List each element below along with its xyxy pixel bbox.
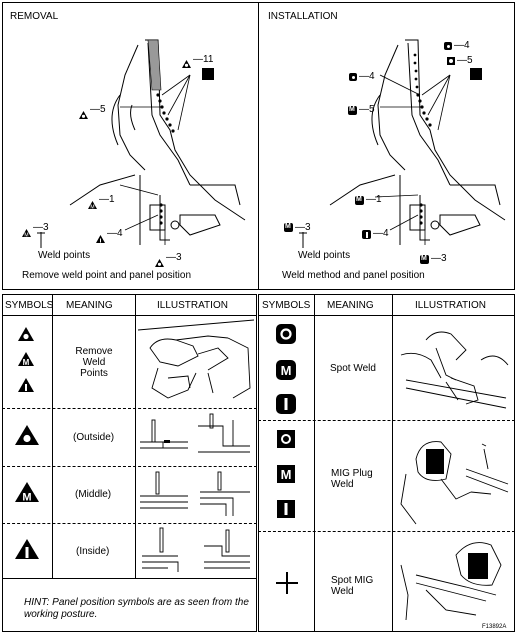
spot-mig-weld-label: Spot MIG Weld xyxy=(331,575,374,597)
weld-removal-outside-icon xyxy=(155,254,164,272)
removal-callout-11: —11 xyxy=(193,54,214,65)
top-divider xyxy=(258,2,259,290)
left-table-frame xyxy=(2,294,257,632)
installation-body-drawing xyxy=(329,39,506,245)
removal-callout-4: —4 xyxy=(107,228,123,239)
weld-removal-inside-icon xyxy=(96,230,105,248)
divider xyxy=(2,408,257,409)
spot-weld-middle-icon: M xyxy=(348,106,357,115)
right-table-frame xyxy=(258,294,515,632)
right-header-illustration: ILLUSTRATION xyxy=(415,300,486,311)
spot-weld-middle-icon: M xyxy=(276,360,296,380)
spot-weld-middle-icon: M xyxy=(355,196,364,205)
weld-removal-middle-icon: M xyxy=(22,224,31,242)
spot-weld-label: Spot Weld xyxy=(330,363,376,374)
removal-callout-3: —3 xyxy=(166,252,182,263)
svg-text:M: M xyxy=(24,232,28,237)
installation-callout-4b: —4 xyxy=(359,71,375,82)
remove-weld-illustration xyxy=(138,319,254,399)
spot-weld-inside-icon xyxy=(362,230,371,239)
divider xyxy=(2,523,257,524)
middle-label: (Middle) xyxy=(75,489,112,500)
plus-icon xyxy=(276,572,298,594)
removal-title: REMOVAL xyxy=(10,11,59,22)
weld-removal-middle-icon: M xyxy=(88,196,97,214)
installation-title: INSTALLATION xyxy=(268,11,338,22)
installation-callout-4c: —4 xyxy=(373,228,389,239)
seat-symbol-icon xyxy=(470,68,482,80)
installation-callout-4a: —4 xyxy=(454,40,470,51)
middle-icon: M xyxy=(15,482,39,502)
spot-weld-middle-icon: M xyxy=(420,255,429,264)
inside-label: (Inside) xyxy=(76,546,110,557)
removal-callout-5: —5 xyxy=(90,104,106,115)
mig-plug-weld-label: MIG Plug Weld xyxy=(331,468,373,490)
divider xyxy=(2,315,257,316)
installation-callout-5a: —5 xyxy=(457,55,473,66)
removal-legend-number: —3 xyxy=(33,222,49,233)
weld-removal-outside-icon xyxy=(182,55,191,73)
divider xyxy=(2,466,257,467)
svg-text:M: M xyxy=(281,363,292,378)
installation-callout-5b: —5 xyxy=(359,104,375,115)
outside-illustration xyxy=(140,413,250,453)
legend-bracket xyxy=(299,232,307,248)
remove-weld-points-label: Remove Weld Points xyxy=(75,346,113,379)
spot-weld-illustration xyxy=(400,331,509,409)
remove-outside-icon xyxy=(18,327,34,341)
middle-illustration xyxy=(140,471,250,516)
divider xyxy=(2,578,257,579)
svg-text:M: M xyxy=(23,358,30,366)
legend-bracket xyxy=(37,232,45,248)
svg-text:M: M xyxy=(90,204,94,209)
spot-weld-icon xyxy=(349,73,357,81)
svg-text:M: M xyxy=(22,492,31,503)
outside-icon xyxy=(15,425,39,445)
mig-plug-weld-icon xyxy=(447,57,455,65)
svg-text:M: M xyxy=(281,467,292,482)
spot-weld-icon xyxy=(444,42,452,50)
divider xyxy=(258,315,515,316)
mig-plug-outside-icon xyxy=(277,430,295,448)
divider xyxy=(392,294,393,632)
mig-plug-weld-illustration xyxy=(400,441,509,525)
figure-id: F13892A xyxy=(482,624,507,630)
inside-icon xyxy=(15,539,39,559)
divider xyxy=(135,294,136,578)
installation-callout-1: —1 xyxy=(366,194,382,205)
removal-callout-1: —1 xyxy=(99,194,115,205)
hint-text: HINT: Panel position symbols are as seen… xyxy=(24,597,249,620)
spot-weld-inside-icon xyxy=(276,394,296,414)
weld-removal-outside-icon xyxy=(79,106,88,124)
removal-weld-points-label: Weld points xyxy=(38,250,91,261)
divider xyxy=(52,294,53,578)
installation-weld-points-label: Weld points xyxy=(298,250,351,261)
removal-caption: Remove weld point and panel position xyxy=(22,270,191,281)
divider xyxy=(314,294,315,632)
spot-weld-middle-icon: M xyxy=(284,223,293,232)
left-header-illustration: ILLUSTRATION xyxy=(157,300,228,311)
spot-weld-outside-icon xyxy=(276,324,296,344)
right-header-symbols: SYMBOLS xyxy=(262,300,311,311)
left-header-meaning: MEANING xyxy=(66,300,113,311)
divider xyxy=(258,531,515,532)
removal-body-drawing xyxy=(69,39,246,245)
spot-mig-weld-illustration xyxy=(400,542,502,621)
installation-caption: Weld method and panel position xyxy=(282,270,425,281)
outside-label: (Outside) xyxy=(73,432,115,443)
installation-legend-number: —3 xyxy=(295,222,311,233)
right-header-meaning: MEANING xyxy=(327,300,374,311)
inside-illustration xyxy=(142,527,250,572)
divider xyxy=(258,420,515,421)
mig-plug-inside-icon xyxy=(277,500,295,518)
mig-plug-middle-icon: M xyxy=(277,465,295,483)
seat-symbol-icon xyxy=(202,68,214,80)
remove-inside-icon xyxy=(18,378,34,392)
left-header-symbols: SYMBOLS xyxy=(5,300,54,311)
installation-callout-3: —3 xyxy=(431,253,447,264)
remove-middle-icon: M xyxy=(18,352,34,366)
